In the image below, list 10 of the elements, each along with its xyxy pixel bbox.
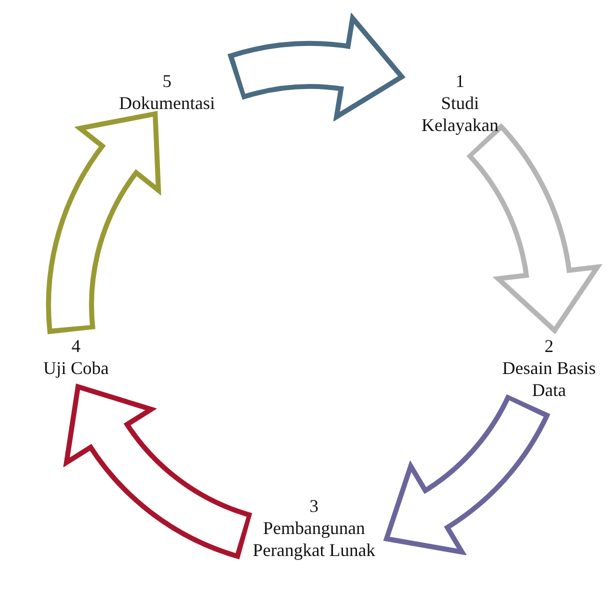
step-label: Studi Kelayakan — [420, 92, 500, 136]
step-number: 3 — [310, 495, 318, 517]
step-label: Desain Basis Data — [501, 357, 597, 401]
step-number: 1 — [456, 70, 464, 92]
step-number: 5 — [162, 70, 172, 92]
step-label: Uji Coba — [43, 357, 109, 379]
step-number: 4 — [72, 335, 80, 357]
step-number: 2 — [544, 335, 554, 357]
step-label: Dokumentasi — [119, 92, 215, 114]
step-label: Pembangunan Perangkat Lunak — [252, 517, 376, 561]
